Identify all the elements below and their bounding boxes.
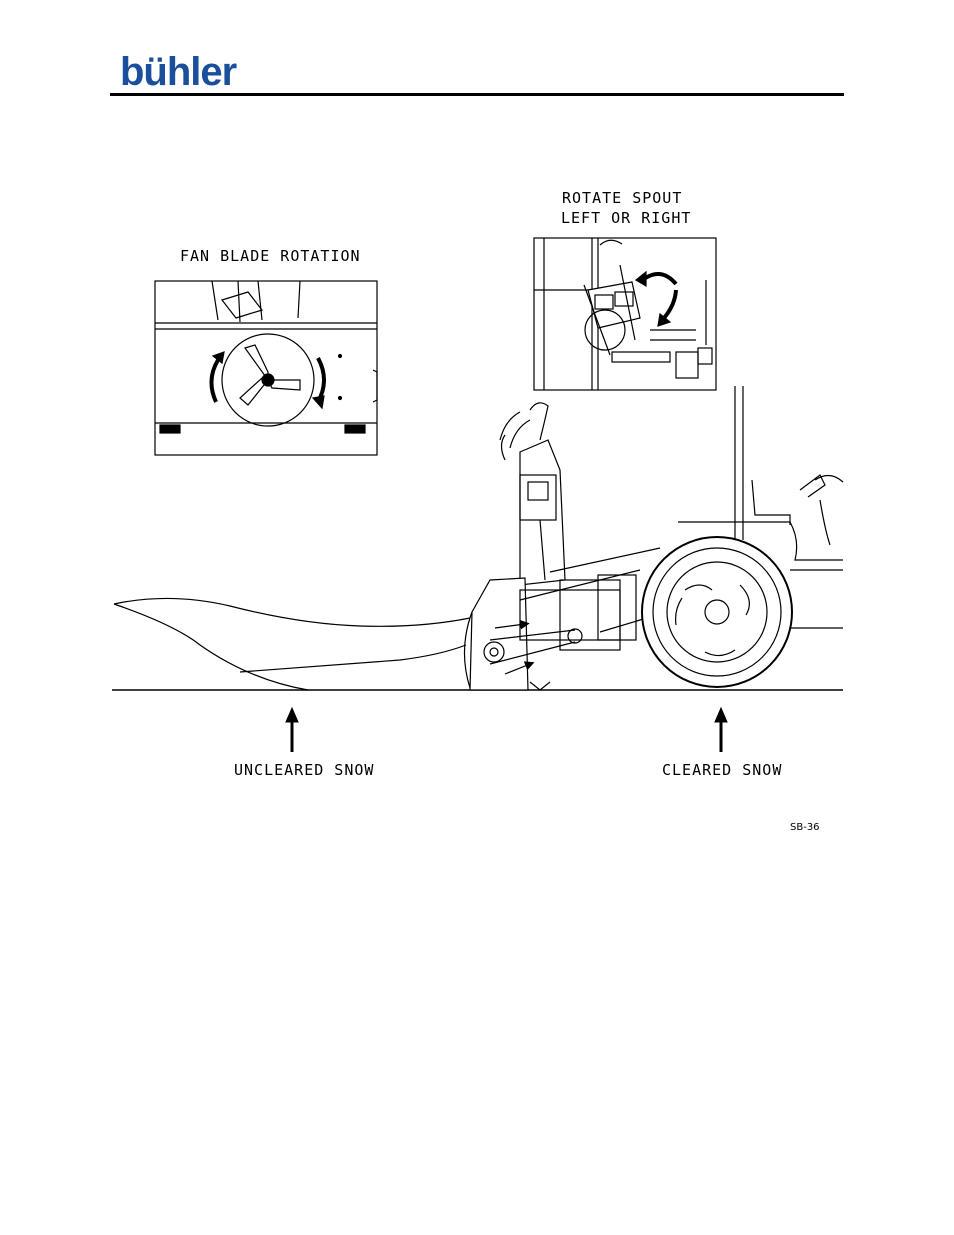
- pointer-arrows: [286, 708, 727, 752]
- spout-rotation-inset: [534, 238, 716, 390]
- fan-blade-inset: [155, 281, 377, 455]
- tractor-snowblower: [464, 386, 843, 690]
